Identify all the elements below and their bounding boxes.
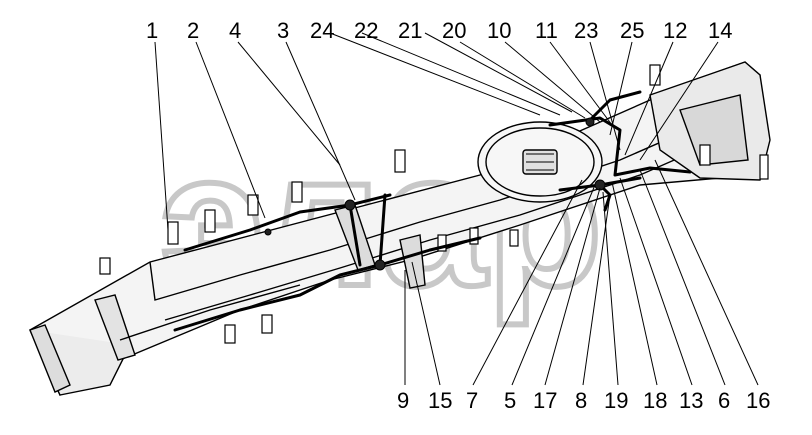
- turntable-ring: [477, 121, 603, 203]
- callout-5: 5: [504, 388, 516, 413]
- callout-8: 8: [575, 388, 587, 413]
- callout-25: 25: [620, 18, 644, 43]
- callout-19: 19: [604, 388, 628, 413]
- rail-brackets: [99, 64, 769, 344]
- callout-20: 20: [442, 18, 466, 43]
- callout-13: 13: [679, 388, 703, 413]
- callout-17: 17: [533, 388, 557, 413]
- leader-lines-bottom: [404, 159, 759, 386]
- callout-22: 22: [354, 18, 378, 43]
- callout-7: 7: [466, 388, 478, 413]
- callout-10: 10: [487, 18, 511, 43]
- callout-24: 24: [310, 18, 334, 43]
- callout-16: 16: [746, 388, 770, 413]
- callout-18: 18: [643, 388, 667, 413]
- callout-9: 9: [397, 388, 409, 413]
- callout-4: 4: [229, 18, 241, 43]
- leader-lines-top: [154, 32, 719, 231]
- callout-2: 2: [187, 18, 199, 43]
- callout-11: 11: [535, 18, 558, 43]
- callout-15: 15: [428, 388, 452, 413]
- callouts-top: 1 2 4 3 24 22 21 20 10 11 23 25 12 14: [146, 18, 732, 43]
- callout-3: 3: [277, 18, 289, 43]
- callout-23: 23: [574, 18, 598, 43]
- callout-12: 12: [663, 18, 687, 43]
- callout-1: 1: [146, 18, 158, 43]
- chassis-frame: [29, 61, 771, 396]
- callout-6: 6: [718, 388, 730, 413]
- callout-21: 21: [398, 18, 422, 43]
- callouts-bottom: 9 15 7 5 17 8 19 18 13 6 16: [397, 388, 770, 413]
- callout-14: 14: [708, 18, 732, 43]
